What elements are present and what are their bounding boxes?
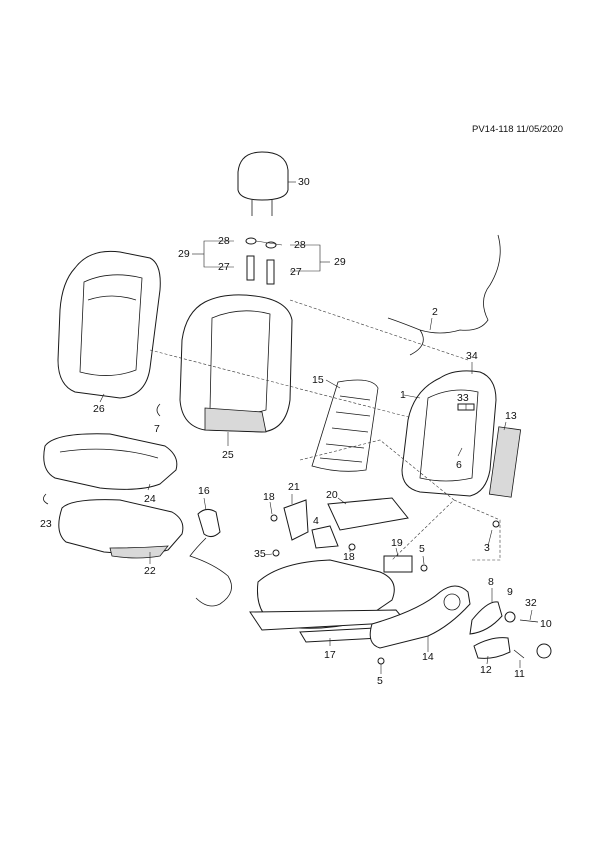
ref-16: 16 — [198, 485, 210, 497]
motor-19 — [383, 555, 413, 573]
ref-2: 2 — [432, 306, 438, 318]
seat-back-frame — [401, 370, 497, 497]
bracket-21 — [283, 499, 309, 541]
document-id: PV14-118 11/05/2020 — [472, 124, 564, 135]
knob-cap — [536, 643, 552, 659]
ref-18-upper: 18 — [263, 491, 275, 503]
ref-7: 7 — [154, 423, 160, 435]
ref-30: 30 — [298, 176, 310, 188]
ref-26: 26 — [93, 403, 105, 415]
ref-23: 23 — [40, 518, 52, 530]
seat-pan — [327, 497, 409, 531]
headrest — [237, 151, 289, 216]
ref-15: 15 — [312, 374, 324, 386]
ref-6: 6 — [456, 459, 462, 471]
ref-4: 4 — [313, 515, 319, 527]
ref-17: 17 — [324, 649, 336, 661]
ref-25: 25 — [222, 449, 234, 461]
recliner-handle-cable — [189, 508, 232, 607]
ref-28-right: 28 — [294, 239, 306, 251]
spring-mat — [311, 379, 379, 472]
leader-lines — [99, 181, 533, 674]
ref-28-left: 28 — [218, 235, 230, 247]
ref-33: 33 — [457, 392, 469, 404]
bushing — [504, 611, 516, 623]
ref-18-lower: 18 — [343, 551, 355, 563]
recliner-lever — [469, 601, 503, 635]
ref-32: 32 — [525, 597, 537, 609]
ref-29-left: 29 — [178, 248, 190, 260]
ref-5-upper: 5 — [419, 543, 425, 555]
side-trim — [369, 585, 471, 649]
ref-27-left: 27 — [218, 261, 230, 273]
seat-back-cover — [57, 250, 161, 399]
ref-19: 19 — [391, 537, 403, 549]
ref-22: 22 — [144, 565, 156, 577]
wiring-harness — [387, 234, 501, 356]
cover-4 — [311, 525, 339, 549]
ref-21: 21 — [288, 481, 300, 493]
ref-8: 8 — [488, 576, 494, 588]
seat-back-pad — [179, 294, 293, 433]
ref-24: 24 — [144, 493, 156, 505]
ref-27-right: 27 — [290, 266, 302, 278]
ref-13: 13 — [505, 410, 517, 422]
seat-frame — [249, 559, 419, 643]
clip-ring-23 — [43, 493, 49, 505]
seat-cushion-cover — [43, 433, 178, 490]
ref-35: 35 — [254, 548, 266, 560]
headrest-guides — [245, 237, 277, 285]
seat-cushion-pad — [58, 499, 184, 559]
ref-34: 34 — [466, 350, 478, 362]
ref-10: 10 — [540, 618, 552, 630]
ref-5-lower: 5 — [377, 675, 383, 687]
ref-29-right: 29 — [334, 256, 346, 268]
ref-12: 12 — [480, 664, 492, 676]
height-lever — [473, 637, 511, 659]
clip-ring-7 — [156, 403, 161, 417]
ref-9: 9 — [507, 586, 513, 598]
ref-3: 3 — [484, 542, 490, 554]
ref-20: 20 — [326, 489, 338, 501]
ref-1: 1 — [400, 389, 406, 401]
ref-11: 11 — [514, 668, 525, 680]
ref-14: 14 — [422, 651, 434, 663]
lumbar-module — [488, 426, 522, 498]
